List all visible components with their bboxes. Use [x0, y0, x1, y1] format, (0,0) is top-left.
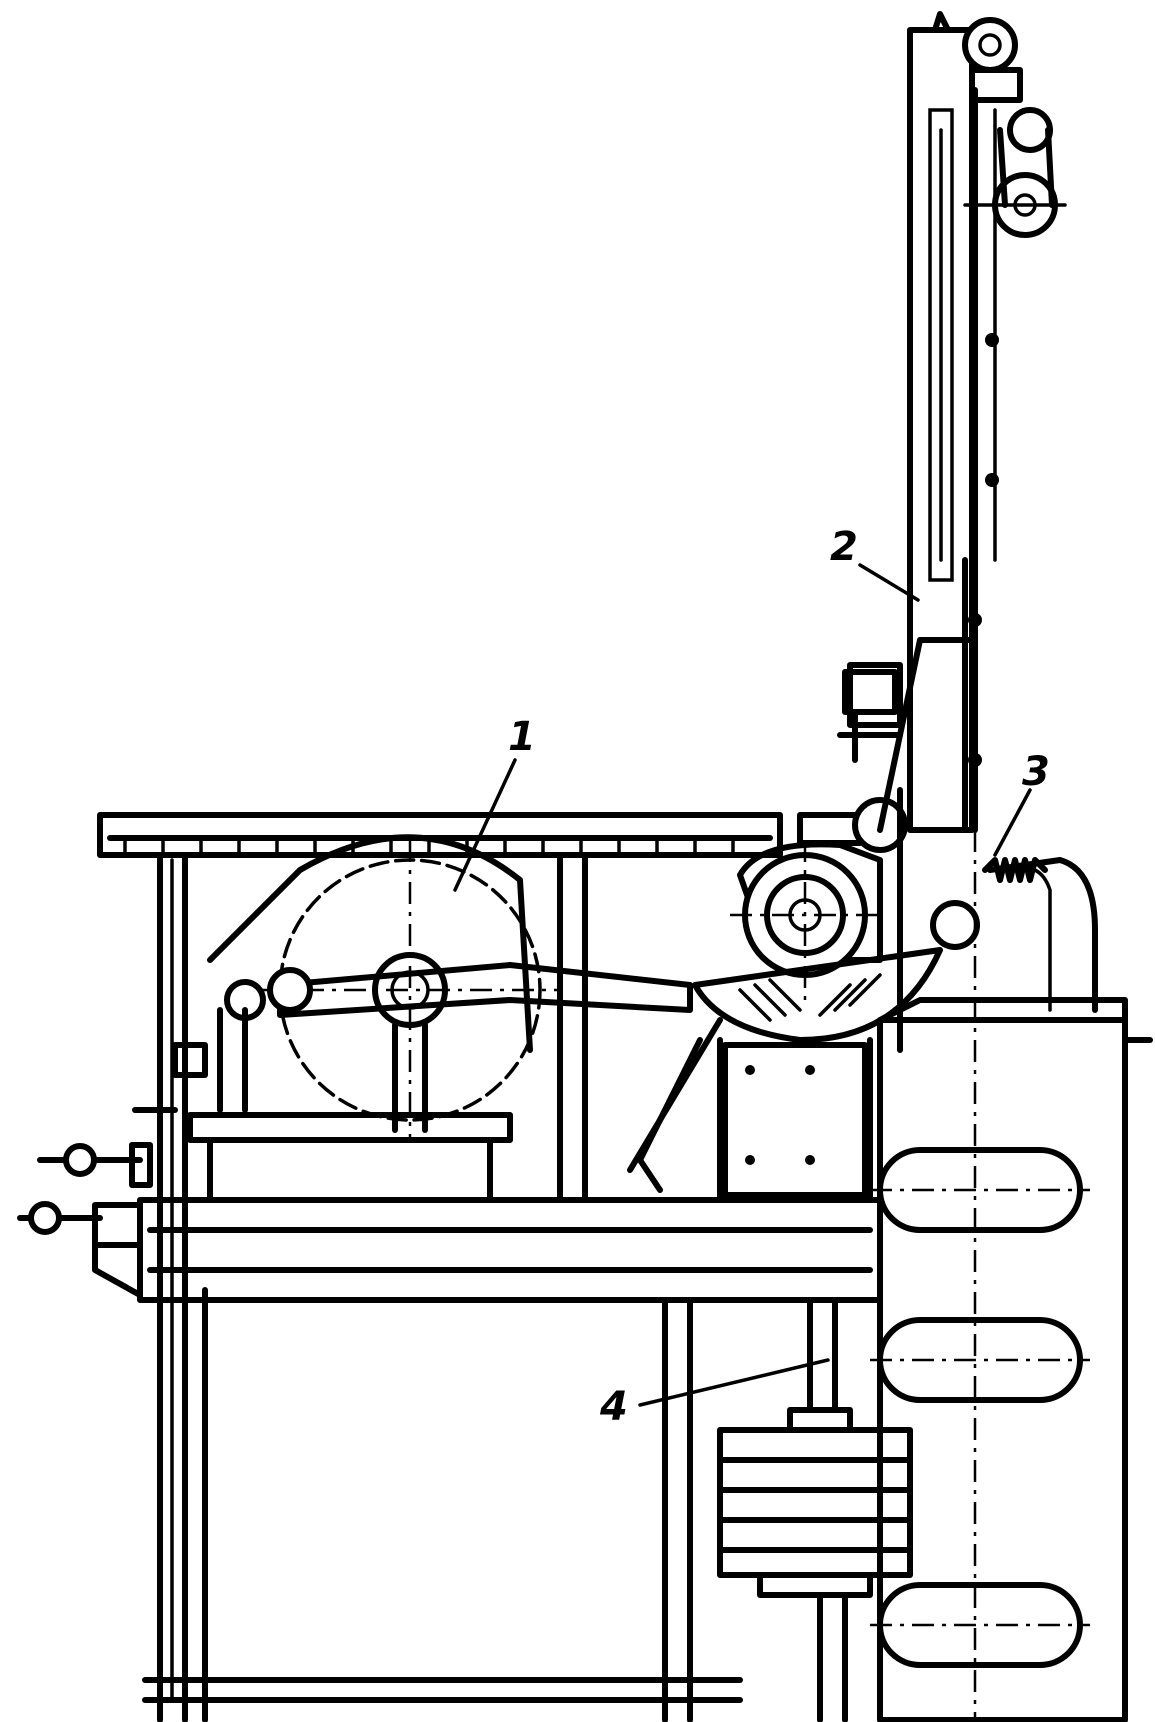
vertical-mast: [907, 11, 999, 833]
frame-columns: [157, 852, 693, 1722]
support-bracket: [627, 1017, 873, 1203]
label-1: 1: [508, 714, 536, 760]
side-handles: [17, 1042, 208, 1235]
spring-3: [982, 857, 1048, 883]
connecting-rod: [217, 962, 693, 1113]
base-frame: [92, 1112, 883, 1703]
top-table-rail: [97, 812, 783, 858]
label-3: 3: [1022, 749, 1050, 795]
callout-leaders: [453, 563, 1032, 1407]
label-4: 4: [599, 1384, 628, 1430]
label-2: 2: [830, 524, 858, 570]
roller-unit: [730, 637, 980, 1053]
top-pulleys: [962, 17, 1067, 238]
right-cabinet: [870, 830, 1153, 1722]
oil-cup: [842, 669, 898, 763]
counterweight-4: [717, 1297, 913, 1722]
sector-gear: [692, 947, 943, 1043]
